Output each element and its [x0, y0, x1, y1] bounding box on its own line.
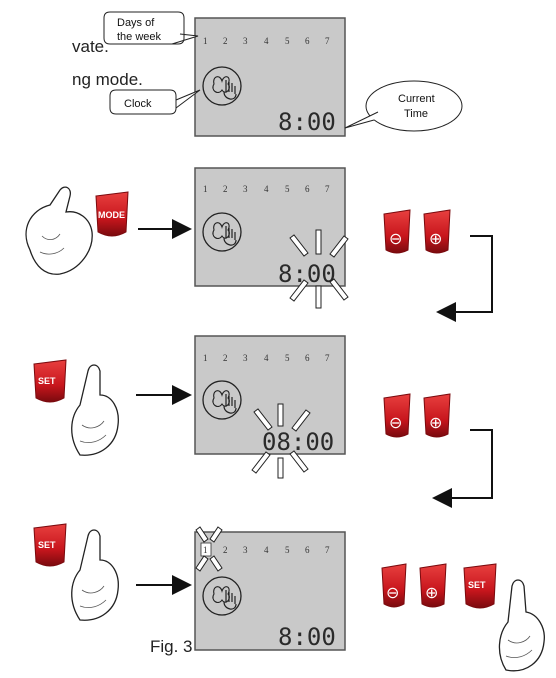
- display-panel-1: 1 2 3 4 5 6 7 8:00: [194, 17, 346, 137]
- day-2: 2: [223, 545, 228, 555]
- day-2: 2: [223, 36, 228, 46]
- figure-label: Fig. 3: [150, 637, 193, 656]
- lcd-time: 08:00: [262, 428, 334, 456]
- set-button[interactable]: SET: [33, 523, 67, 567]
- display-panel-2: 1 2 3 4 5 6 7 8:00: [194, 167, 349, 309]
- day-3: 3: [243, 184, 248, 194]
- day-4: 4: [264, 353, 269, 363]
- days-row: 1 2 3 4 5 6 7: [203, 36, 330, 46]
- day-2: 2: [223, 353, 228, 363]
- minus-button[interactable]: ⊖: [383, 209, 411, 254]
- day-4: 4: [264, 545, 269, 555]
- hand-pointing-icon: [71, 364, 119, 456]
- clock-hand-icon: [202, 212, 242, 252]
- days-row: 1 2 3 4 5 6 7: [203, 184, 330, 194]
- plus-button-label: ⊕: [429, 415, 442, 432]
- day-4: 4: [264, 36, 269, 46]
- display-panel-3: 1 2 3 4 5 6 7 08:00: [194, 335, 346, 479]
- day-1: 1: [203, 184, 208, 194]
- arrow-right-icon: [432, 429, 493, 508]
- hand-pointing-icon: [25, 186, 93, 275]
- day-3: 3: [243, 353, 248, 363]
- arrow-right-icon: [436, 235, 493, 322]
- callout-days-line2: the week: [117, 31, 162, 43]
- day-7: 7: [325, 545, 330, 555]
- callout-current-time: Current Time: [344, 80, 463, 132]
- day-7: 7: [325, 184, 330, 194]
- day-1: 1: [203, 545, 208, 555]
- day-6: 6: [305, 36, 310, 46]
- days-row: 1 2 3 4 5 6 7: [203, 353, 330, 363]
- mode-button-label: MODE: [98, 210, 125, 220]
- intro-text-line1: vate.: [72, 37, 109, 56]
- day-5: 5: [285, 184, 290, 194]
- set-button-label: SET: [468, 580, 486, 590]
- set-button-label: SET: [38, 540, 56, 550]
- set-button-label: SET: [38, 376, 56, 386]
- minus-button-label: ⊖: [386, 585, 399, 602]
- day-3: 3: [243, 545, 248, 555]
- callout-days-line1: Days of: [117, 17, 155, 29]
- day-6: 6: [305, 184, 310, 194]
- plus-button[interactable]: ⊕: [419, 563, 447, 608]
- callout-days-of-week: Days of the week: [103, 11, 199, 45]
- day-3: 3: [243, 36, 248, 46]
- set-button[interactable]: SET: [463, 563, 497, 609]
- callout-clock-label: Clock: [124, 98, 152, 110]
- day-4: 4: [264, 184, 269, 194]
- day-1: 1: [203, 353, 208, 363]
- day-5: 5: [285, 353, 290, 363]
- callout-current-line2: Time: [404, 108, 428, 120]
- callout-current-line1: Current: [398, 93, 435, 105]
- callout-clock: Clock: [109, 89, 201, 115]
- clock-hand-icon: [202, 576, 242, 616]
- plus-button-label: ⊕: [425, 585, 438, 602]
- day-5: 5: [285, 545, 290, 555]
- day-6: 6: [305, 353, 310, 363]
- plus-button[interactable]: ⊕: [423, 393, 451, 438]
- flash-ray-icon: [195, 526, 223, 572]
- day-1: 1: [203, 36, 208, 46]
- intro-text-line2: ng mode.: [72, 70, 143, 89]
- day-highlight: [200, 542, 212, 557]
- day-7: 7: [325, 353, 330, 363]
- hand-pointing-icon: [498, 579, 545, 672]
- lcd-time: 8:00: [278, 623, 336, 651]
- minus-button[interactable]: ⊖: [381, 563, 407, 608]
- hand-pointing-icon: [71, 529, 119, 621]
- set-button[interactable]: SET: [33, 359, 67, 403]
- day-2: 2: [223, 184, 228, 194]
- flash-ray-icon: [251, 403, 311, 479]
- day-6: 6: [305, 545, 310, 555]
- clock-hand-icon: [202, 380, 242, 420]
- minus-button[interactable]: ⊖: [383, 393, 411, 438]
- minus-button-label: ⊖: [389, 231, 402, 248]
- days-row: 1 2 3 4 5 6 7: [203, 545, 330, 555]
- flash-ray-icon: [289, 229, 349, 309]
- display-panel-4: 1 2 3 4 5 6 7 8:00: [194, 526, 346, 651]
- clock-hand-icon: [202, 66, 242, 106]
- plus-button[interactable]: ⊕: [423, 209, 451, 254]
- minus-button-label: ⊖: [389, 415, 402, 432]
- day-5: 5: [285, 36, 290, 46]
- mode-button[interactable]: MODE: [95, 191, 129, 237]
- plus-button-label: ⊕: [429, 231, 442, 248]
- lcd-time: 8:00: [278, 108, 336, 136]
- day-7: 7: [325, 36, 330, 46]
